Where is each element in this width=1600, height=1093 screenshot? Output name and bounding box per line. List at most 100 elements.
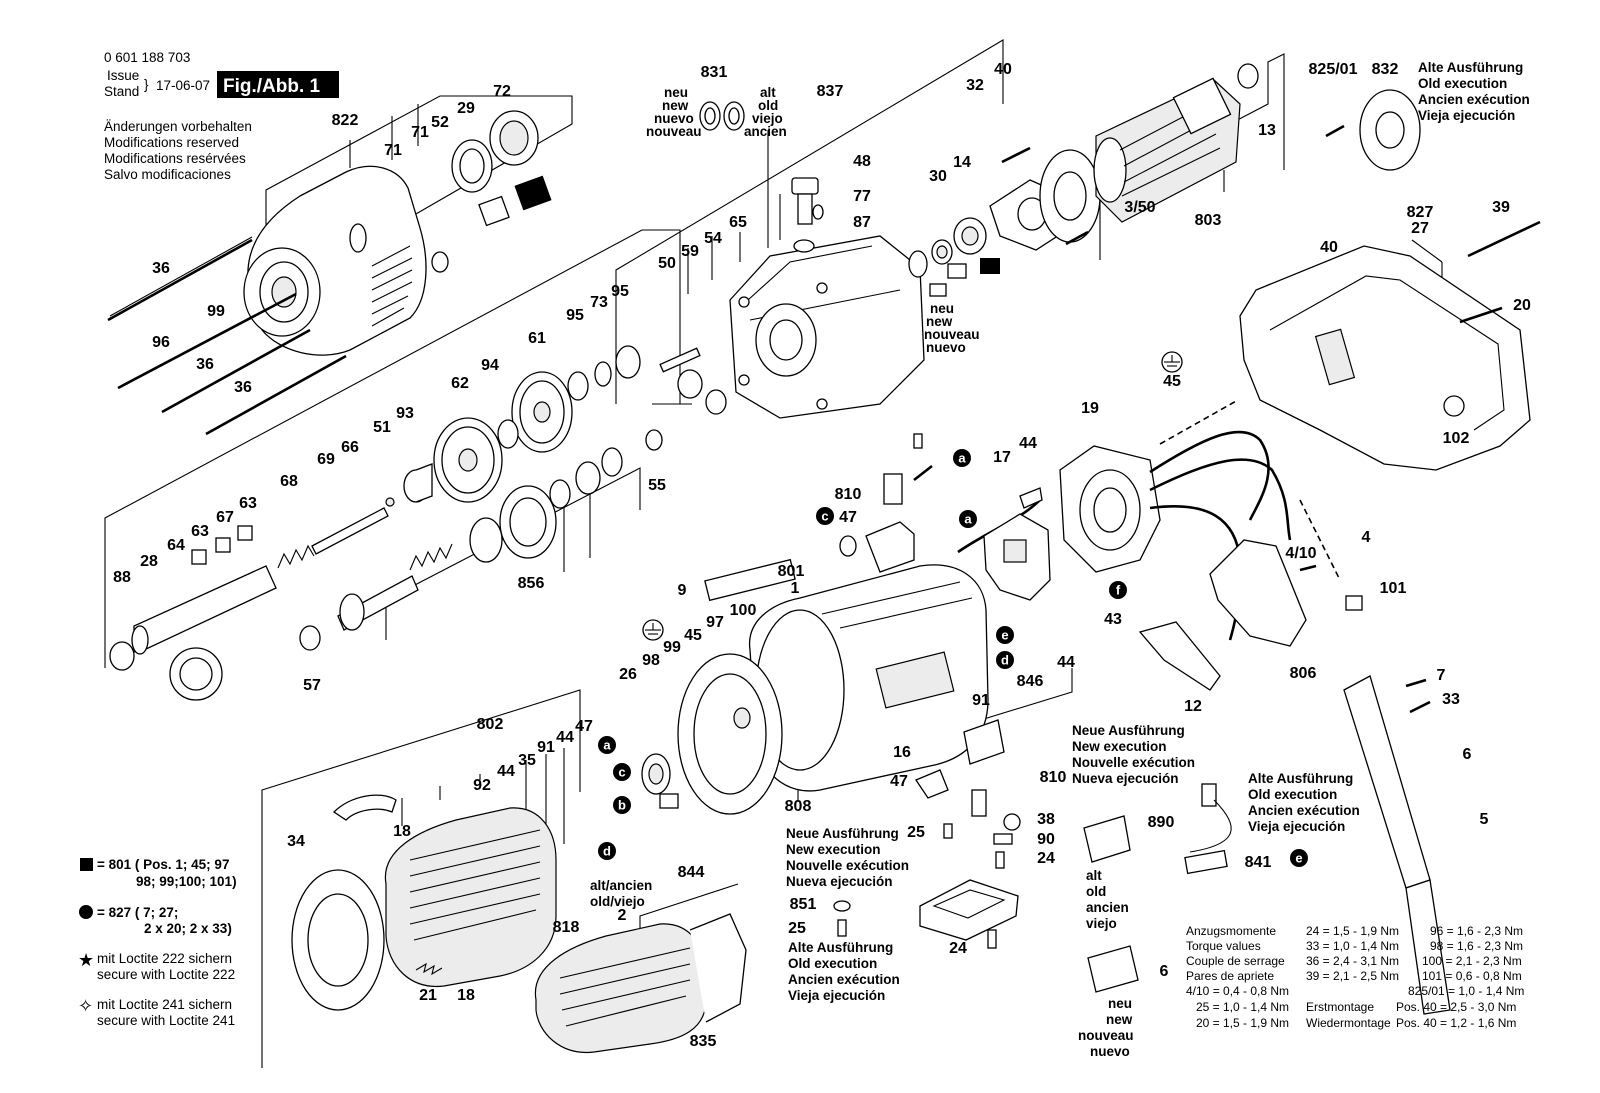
svg-text:39 = 2,1 - 2,5 Nm: 39 = 2,1 - 2,5 Nm bbox=[1306, 969, 1399, 983]
long-screw-36b-part bbox=[161, 328, 311, 414]
part-label-p100: 100 bbox=[730, 602, 757, 619]
part-label-p846: 846 bbox=[1017, 673, 1044, 690]
svg-text:d: d bbox=[1001, 653, 1009, 668]
bearing-part bbox=[839, 535, 857, 557]
svg-text:d: d bbox=[603, 844, 611, 859]
part-label-p90: 90 bbox=[1037, 831, 1055, 848]
grease-symbol-icon bbox=[478, 195, 510, 227]
screw-825-part bbox=[1325, 124, 1345, 138]
svg-text:Nouvelle exécution: Nouvelle exécution bbox=[1072, 755, 1195, 770]
svg-text:= 801 ( Pos. 1; 45; 97: = 801 ( Pos. 1; 45; 97 bbox=[97, 857, 229, 872]
change-notice: Änderungen vorbehalten Modifications res… bbox=[104, 119, 252, 182]
capacitor-810-part bbox=[883, 473, 903, 505]
svg-text:nouveau: nouveau bbox=[646, 124, 702, 139]
spring-77-part bbox=[812, 204, 824, 220]
svg-text:neu: neu bbox=[930, 301, 954, 316]
svg-text:e: e bbox=[1295, 851, 1302, 866]
handle-housing-part bbox=[1239, 245, 1531, 471]
alte-ausfuehrung-right: Alte Ausführung Old execution Ancien exé… bbox=[1248, 771, 1360, 834]
part-label-p7: 7 bbox=[1437, 667, 1446, 684]
part-label-p851: 851 bbox=[790, 896, 817, 913]
screw-24a-part bbox=[995, 851, 1005, 869]
svg-text:Neue Ausführung: Neue Ausführung bbox=[1072, 723, 1185, 738]
marker-mf1: f bbox=[1109, 581, 1127, 599]
part-label-p45a: 45 bbox=[1163, 373, 1181, 390]
washer-94-part bbox=[497, 419, 519, 449]
circle-bullet-icon bbox=[79, 905, 93, 919]
lock-collar-part bbox=[169, 647, 223, 701]
svg-text:nuevo: nuevo bbox=[654, 111, 694, 126]
pad-63b-part bbox=[237, 525, 253, 541]
part-label-p91: 91 bbox=[972, 692, 990, 709]
part-label-p47b: 47 bbox=[575, 718, 593, 735]
svg-text:Ancien exécution: Ancien exécution bbox=[788, 972, 900, 987]
part-label-p13: 13 bbox=[1258, 122, 1276, 139]
part-label-p39: 39 bbox=[1492, 199, 1510, 216]
svg-text:viejo: viejo bbox=[1086, 916, 1117, 931]
star-filled-icon: ★ bbox=[78, 950, 94, 971]
svg-text:Vieja ejecución: Vieja ejecución bbox=[788, 988, 885, 1003]
part-label-p57: 57 bbox=[303, 677, 321, 694]
motor-housing-801-part bbox=[748, 564, 989, 792]
part-label-p47c: 47 bbox=[890, 773, 908, 790]
part-label-p102: 102 bbox=[1443, 430, 1470, 447]
svg-text:alt: alt bbox=[760, 85, 776, 100]
part-label-p12: 12 bbox=[1184, 698, 1202, 715]
alte-ausfuehrung-top: Alte Ausführung Old execution Ancien exé… bbox=[1418, 60, 1530, 123]
part-label-p44c: 44 bbox=[556, 729, 574, 746]
grease-symbol-b-icon bbox=[947, 263, 967, 279]
svg-text:alt: alt bbox=[1086, 868, 1102, 883]
screw-7-part bbox=[1405, 678, 1427, 688]
part-label-p9: 9 bbox=[678, 582, 687, 599]
svg-text:b: b bbox=[618, 798, 626, 813]
clamp-101-part bbox=[1345, 595, 1363, 611]
issue-label: Issue bbox=[107, 68, 139, 83]
cover-plate-part bbox=[919, 879, 1019, 941]
field-stator-802-part bbox=[384, 807, 557, 987]
part-label-p40b: 40 bbox=[1320, 239, 1338, 256]
neue-ausfuehrung-bottom: Neue Ausführung New execution Nouvelle e… bbox=[786, 826, 909, 889]
svg-text:96 = 1,6 - 2,3 Nm: 96 = 1,6 - 2,3 Nm bbox=[1430, 924, 1523, 938]
part-label-p890: 890 bbox=[1148, 814, 1175, 831]
switch-17-part bbox=[983, 513, 1051, 601]
svg-text:Torque values: Torque values bbox=[1186, 939, 1261, 953]
svg-text:33 = 1,0 - 1,4 Nm: 33 = 1,0 - 1,4 Nm bbox=[1306, 939, 1399, 953]
svg-text:Pos. 40 = 1,2 - 1,6 Nm: Pos. 40 = 1,2 - 1,6 Nm bbox=[1396, 1016, 1516, 1030]
part-label-p24b: 24 bbox=[949, 940, 967, 957]
svg-text:new: new bbox=[926, 314, 953, 329]
part-label-p837: 837 bbox=[817, 83, 844, 100]
part-label-p94: 94 bbox=[481, 357, 499, 374]
part-label-p87: 87 bbox=[853, 214, 871, 231]
svg-text:= 827 ( 7; 27;: = 827 ( 7; 27; bbox=[97, 905, 178, 920]
part-label-p101: 101 bbox=[1380, 580, 1407, 597]
alte-ausfuehrung-bottom: Alte Ausführung Old execution Ancien exé… bbox=[788, 940, 900, 1003]
clip-44-part bbox=[1019, 487, 1043, 509]
part-label-p28: 28 bbox=[140, 553, 158, 570]
ring-55-part bbox=[645, 429, 663, 451]
ground-symbol-icon bbox=[642, 619, 664, 641]
part-number: 0 601 188 703 bbox=[104, 50, 190, 65]
fan-wheel-part bbox=[1039, 149, 1101, 243]
cable-6-part bbox=[1343, 675, 1451, 1015]
spring-38-part bbox=[1003, 813, 1021, 831]
part-label-p95a: 95 bbox=[566, 307, 584, 324]
svg-text:ancien: ancien bbox=[1086, 900, 1129, 915]
needle-bearing-59-part bbox=[677, 369, 703, 399]
part-label-p99a: 99 bbox=[207, 303, 225, 320]
gear-61-part bbox=[511, 371, 573, 453]
svg-text:ancien: ancien bbox=[744, 124, 787, 139]
end-shield-part bbox=[677, 653, 783, 815]
part-label-p67: 67 bbox=[216, 509, 234, 526]
svg-text:101 = 0,6 - 0,8 Nm: 101 = 0,6 - 0,8 Nm bbox=[1422, 969, 1522, 983]
svg-text:Anzugsmomente: Anzugsmomente bbox=[1186, 924, 1276, 938]
pinion-shaft-part bbox=[337, 575, 419, 631]
sleeve-93-part bbox=[403, 463, 433, 503]
part-label-p16: 16 bbox=[893, 744, 911, 761]
terminal-6-part bbox=[1087, 945, 1139, 993]
svg-text:secure with Loctite 222: secure with Loctite 222 bbox=[97, 967, 235, 982]
part-label-p40a: 40 bbox=[994, 61, 1012, 78]
svg-text:secure with Loctite 241: secure with Loctite 241 bbox=[97, 1013, 235, 1028]
brush-holder-16-part bbox=[963, 719, 1005, 765]
marker-mc2: c bbox=[613, 763, 631, 781]
